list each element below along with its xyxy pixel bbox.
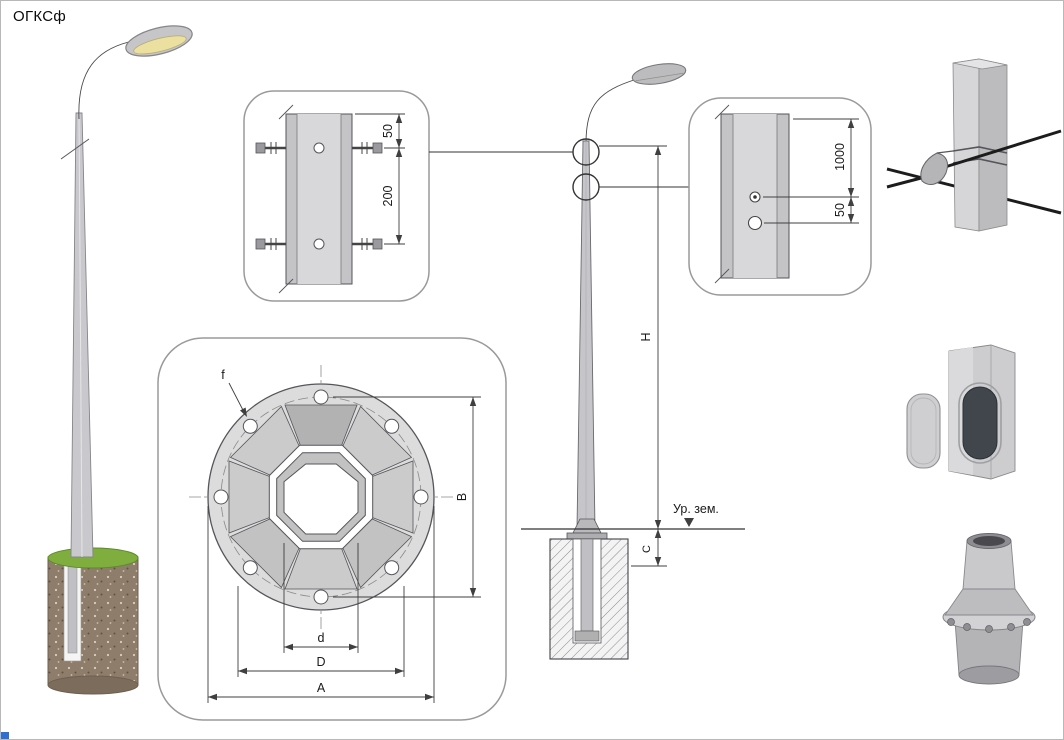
entry-hole xyxy=(747,215,763,231)
dim-B: B xyxy=(333,396,481,598)
dim-label-f: f xyxy=(221,368,225,382)
dim-label-C: C xyxy=(641,545,653,553)
dim-label-d: d xyxy=(318,631,325,645)
lamp-arm-elevation xyxy=(585,78,638,145)
dim-label-50-bottom: 50 xyxy=(833,203,847,217)
foundation-section xyxy=(549,538,629,660)
flange-bolt xyxy=(1007,623,1015,631)
dim-label-B: B xyxy=(455,493,469,501)
base-flange-render xyxy=(942,533,1036,685)
flange-detail-callout: f B d xyxy=(157,337,507,721)
dim-A: A xyxy=(207,506,435,703)
pole-break-mark xyxy=(60,138,90,160)
f-leader: f xyxy=(221,368,247,417)
flange-bolt xyxy=(963,623,971,631)
pole-shaft-3d xyxy=(70,112,94,558)
drawing-title: ОГКСф xyxy=(13,8,67,25)
luminaire-elevation xyxy=(631,63,687,85)
dim-label-200: 200 xyxy=(381,186,395,207)
bolt-row-1 xyxy=(255,142,383,154)
cone-body xyxy=(944,588,1034,616)
hatch-door-render xyxy=(906,344,1016,480)
gusset-segments xyxy=(228,404,414,590)
bolt-detail-dimensions: 50 200 xyxy=(355,113,405,245)
wedge-clamp xyxy=(920,152,949,185)
cable-line xyxy=(944,129,1062,169)
ground-label: Ур. зем. xyxy=(673,502,719,516)
dim-d: d xyxy=(283,543,359,653)
base-plate xyxy=(566,532,608,540)
flange-bolt xyxy=(947,618,955,626)
dim-H-C: H C xyxy=(599,145,667,567)
dim-label-H: H xyxy=(639,332,653,341)
tube-opening xyxy=(973,536,1005,546)
cable-detail-dimensions: 1000 50 xyxy=(763,118,859,224)
luminaire-3d xyxy=(125,25,193,57)
dim-label-A: A xyxy=(317,681,326,695)
dim-label-50-top: 50 xyxy=(381,124,395,138)
break-mark xyxy=(278,104,294,120)
ground-marker xyxy=(684,518,694,527)
cable-line xyxy=(886,175,926,189)
lamp-arm-3d xyxy=(78,40,134,120)
lamp-glow xyxy=(133,35,187,55)
flange-bolt xyxy=(1023,618,1031,626)
hatch-opening xyxy=(962,386,998,460)
bolt-row-2 xyxy=(255,238,383,250)
bolt-detail-callout: 50 200 xyxy=(243,90,430,302)
break-mark xyxy=(278,278,294,294)
central-octagon xyxy=(268,444,374,550)
dim-label-1000: 1000 xyxy=(833,143,847,171)
pole-3d-render xyxy=(47,25,193,695)
pole-column-face xyxy=(952,58,980,232)
cable-clamp-render xyxy=(886,58,1062,232)
dim-D: D xyxy=(237,586,405,677)
cable-entry-detail-callout: 1000 50 xyxy=(688,97,872,296)
flange-bolt xyxy=(985,625,993,633)
door-cover xyxy=(906,393,941,469)
dim-label-D: D xyxy=(316,655,325,669)
corner-marker xyxy=(1,732,9,739)
break-mark xyxy=(714,268,730,284)
break-mark xyxy=(714,104,730,120)
bolt-holes xyxy=(213,389,429,605)
foundation-3d xyxy=(47,547,139,695)
pole-elevation: Ур. зем. H C xyxy=(429,63,745,660)
